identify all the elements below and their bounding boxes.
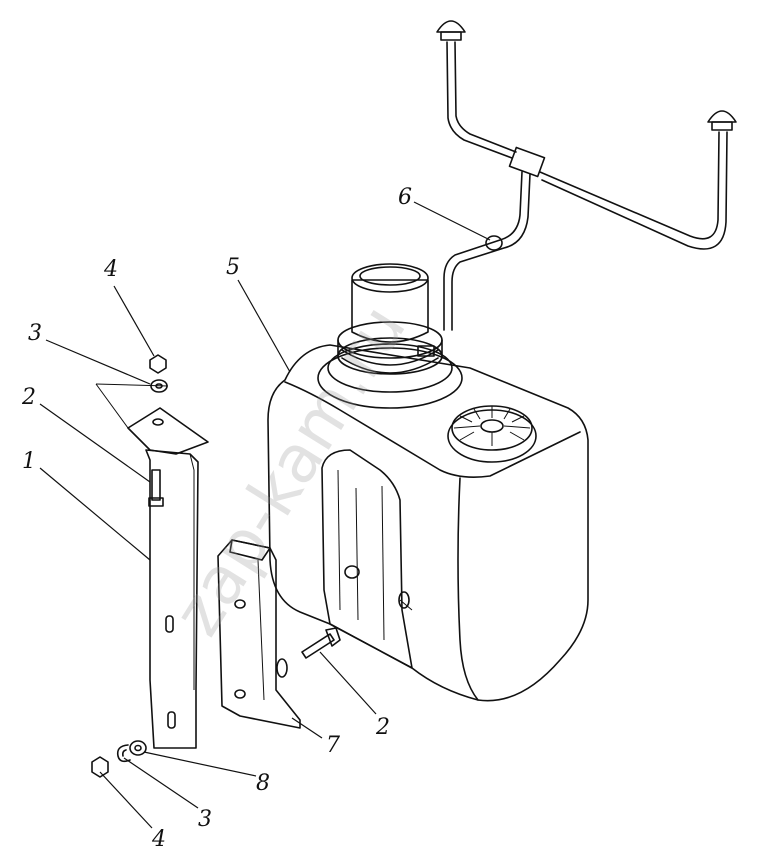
upper-washer	[150, 379, 168, 393]
callout-6: 6	[398, 185, 412, 210]
washer-tubes	[436, 20, 737, 331]
callout-4-lower: 4	[151, 827, 166, 852]
callout-2-lower: 2	[375, 715, 390, 740]
filler-cap	[447, 405, 537, 463]
support-channel	[217, 539, 301, 729]
callout-8: 8	[256, 771, 270, 796]
upper-bolt	[148, 469, 164, 507]
mounting-bracket	[95, 383, 209, 749]
callouts: 4 3 2 1 5 6 2 7 8 3 4	[21, 185, 412, 852]
callout-3-upper: 3	[28, 321, 42, 346]
flat-washer	[129, 740, 147, 756]
washer-tank	[267, 263, 589, 702]
left-nozzle	[436, 20, 466, 41]
right-nozzle	[707, 110, 737, 131]
callout-4-upper: 4	[103, 257, 118, 282]
callout-2-upper: 2	[21, 385, 36, 410]
upper-nut	[149, 354, 167, 374]
lower-bolt	[301, 627, 341, 659]
spring-washer	[116, 744, 131, 763]
leader-lines	[39, 201, 491, 829]
lower-nut	[91, 756, 109, 778]
callout-3-lower: 3	[198, 807, 212, 832]
callout-5: 5	[226, 255, 240, 280]
callout-1: 1	[22, 449, 36, 474]
callout-7: 7	[326, 733, 340, 758]
